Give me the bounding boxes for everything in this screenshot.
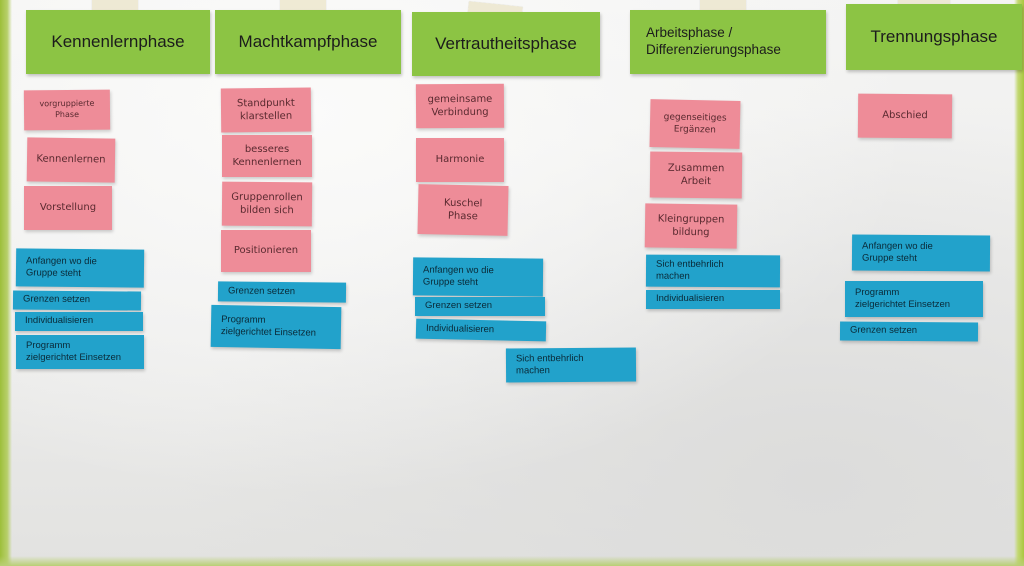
pink-note: Vorstellung xyxy=(24,186,112,230)
phase-title: Arbeitsphase / Differenzierungsphase xyxy=(646,25,781,57)
tape-strip xyxy=(700,0,746,11)
blue-note: Grenzen setzen xyxy=(415,297,545,316)
pink-note: Harmonie xyxy=(416,138,504,182)
phase-title: Kennenlernphase xyxy=(51,32,185,52)
blue-note: Programm zielgerichtet Einsetzen xyxy=(16,335,144,369)
pink-note: vorgruppierte Phase xyxy=(23,89,111,131)
pink-note: gemeinsame Verbindung xyxy=(415,83,505,129)
blue-note: Grenzen setzen xyxy=(217,281,347,303)
blue-note: Individualisieren xyxy=(15,312,143,331)
blue-note: Sich entbehrlich machen xyxy=(645,254,781,288)
phase-header-kennenlernphase: Kennenlernphase xyxy=(26,10,210,74)
blue-note: Grenzen setzen xyxy=(12,290,142,311)
pink-note: Kuschel Phase xyxy=(417,184,509,236)
blue-note: Sich entbehrlich machen xyxy=(505,347,637,383)
pink-note: gegenseitiges Ergänzen xyxy=(649,99,741,149)
green-frame-right xyxy=(1014,0,1024,566)
green-frame-bottom xyxy=(0,556,1024,566)
phase-header-arbeitsphase: Arbeitsphase / Differenzierungsphase xyxy=(630,10,826,74)
phase-header-vertrautheitsphase: Vertrautheitsphase xyxy=(412,12,600,76)
pink-note: besseres Kennenlernen xyxy=(222,135,312,177)
pink-note: Abschied xyxy=(857,93,953,139)
tape-strip xyxy=(92,0,138,12)
green-frame-left xyxy=(0,0,12,566)
pink-note: Kleingruppen bildung xyxy=(644,203,738,249)
blue-note: Programm zielgerichtet Einsetzen xyxy=(845,281,983,317)
blue-note: Anfangen wo die Gruppe steht xyxy=(15,248,145,288)
pink-note: Zusammen Arbeit xyxy=(649,151,743,199)
phase-title: Vertrautheitsphase xyxy=(435,34,577,54)
pink-note: Positionieren xyxy=(221,230,311,272)
blue-note: Grenzen setzen xyxy=(839,321,979,342)
blue-note: Programm zielgerichtet Einsetzen xyxy=(210,304,342,350)
pink-note: Kennenlernen xyxy=(26,137,116,183)
pink-note: Standpunkt klarstellen xyxy=(220,87,312,133)
blue-note: Individualisieren xyxy=(415,318,547,342)
phase-header-trennungsphase: Trennungsphase xyxy=(846,4,1022,70)
tape-strip xyxy=(280,0,326,13)
phase-title: Machtkampfphase xyxy=(238,32,378,52)
pink-note: Gruppenrollen bilden sich xyxy=(221,181,313,227)
blue-note: Anfangen wo die Gruppe steht xyxy=(851,234,991,272)
phase-header-machtkampfphase: Machtkampfphase xyxy=(215,10,401,74)
blue-note: Individualisieren xyxy=(646,290,780,309)
phase-title: Trennungsphase xyxy=(870,27,998,47)
blue-note: Anfangen wo die Gruppe steht xyxy=(412,257,544,297)
